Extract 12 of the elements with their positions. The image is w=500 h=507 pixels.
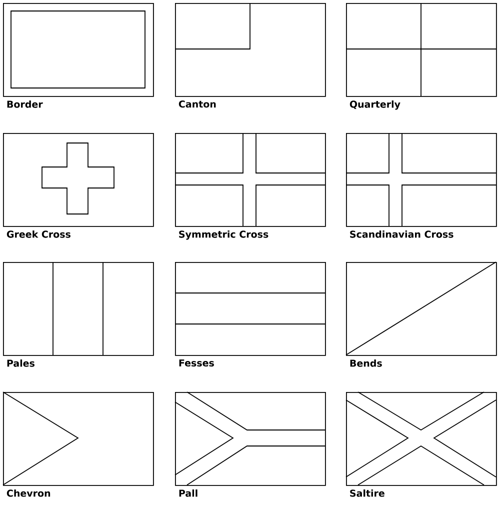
flag-label: Quarterly bbox=[350, 100, 400, 110]
flag-label: Border bbox=[7, 100, 43, 108]
flag-label: Symmetric Cross bbox=[179, 230, 268, 240]
flag-label: Pall bbox=[179, 489, 198, 497]
flag-label: Pales bbox=[7, 359, 34, 367]
flag-label: Bends bbox=[350, 359, 382, 367]
flag-label: Fesses bbox=[179, 359, 214, 367]
flag-label: Greek Cross bbox=[6, 230, 70, 238]
flag-label: Chevron bbox=[6, 489, 50, 497]
flag-label: Canton bbox=[178, 100, 216, 108]
flag-label: Saltire bbox=[350, 489, 384, 497]
flag-label: Scandinavian Cross bbox=[350, 230, 454, 238]
